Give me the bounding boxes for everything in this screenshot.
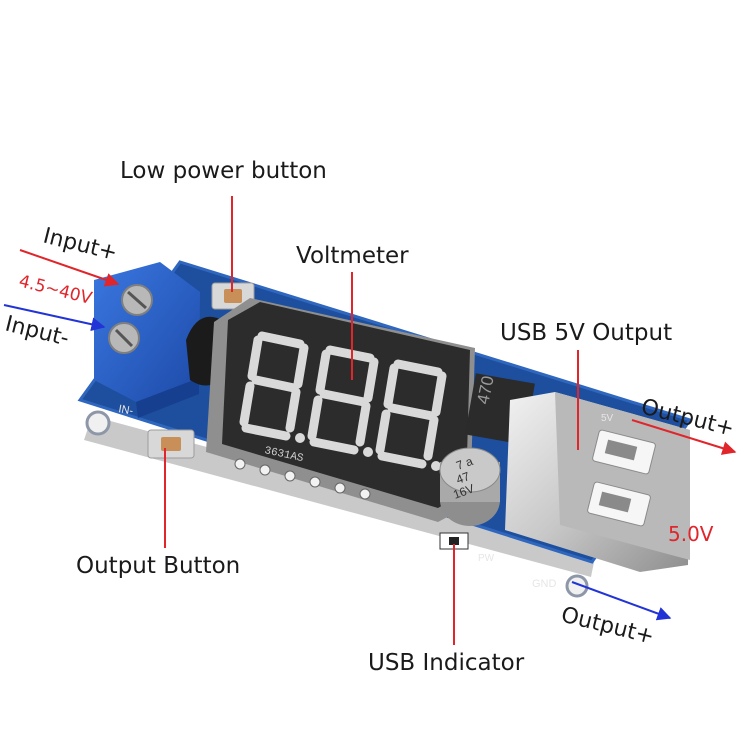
electrolytic-capacitor: 7 a 47 16V: [439, 447, 501, 526]
input-minus-arrow: [3, 304, 106, 332]
voltmeter-label: Voltmeter: [296, 243, 409, 269]
mounting-hole: [85, 410, 111, 436]
capacitor-marking-mid: 47: [454, 469, 472, 487]
input-plus-label: Input+: [41, 224, 120, 266]
pw-silkscreen: PW: [478, 553, 495, 564]
in-minus-silkscreen: IN-: [117, 403, 134, 417]
low-power-button-label: Low power button: [120, 158, 327, 184]
five-v-silkscreen: 5V: [601, 413, 614, 424]
usb-a-port: [505, 392, 690, 572]
usb-5v-output-label: USB 5V Output: [500, 320, 672, 346]
seven-segment-display: 3631AS: [206, 298, 475, 522]
output-plus-top-arrow: [631, 419, 737, 455]
output-tactile-button: [147, 429, 195, 459]
output-plus-bottom-label: Output+: [559, 603, 657, 650]
capacitor-marking-bottom: 16V: [451, 481, 476, 501]
header-pins: [234, 458, 371, 500]
input-range-label: 4.5~40V: [17, 271, 95, 309]
capacitor-marking-top: 7 a: [454, 454, 475, 473]
usb-indicator-label: USB Indicator: [368, 650, 525, 676]
gnd-silkscreen: GND: [532, 578, 557, 590]
mounting-hole: [565, 574, 589, 598]
output-button-label: Output Button: [76, 553, 240, 579]
output-plus-bottom-arrow: [571, 581, 672, 621]
output-voltage-label: 5.0V: [668, 522, 714, 546]
screw-terminal: [94, 262, 200, 418]
input-plus-arrow: [19, 249, 120, 287]
